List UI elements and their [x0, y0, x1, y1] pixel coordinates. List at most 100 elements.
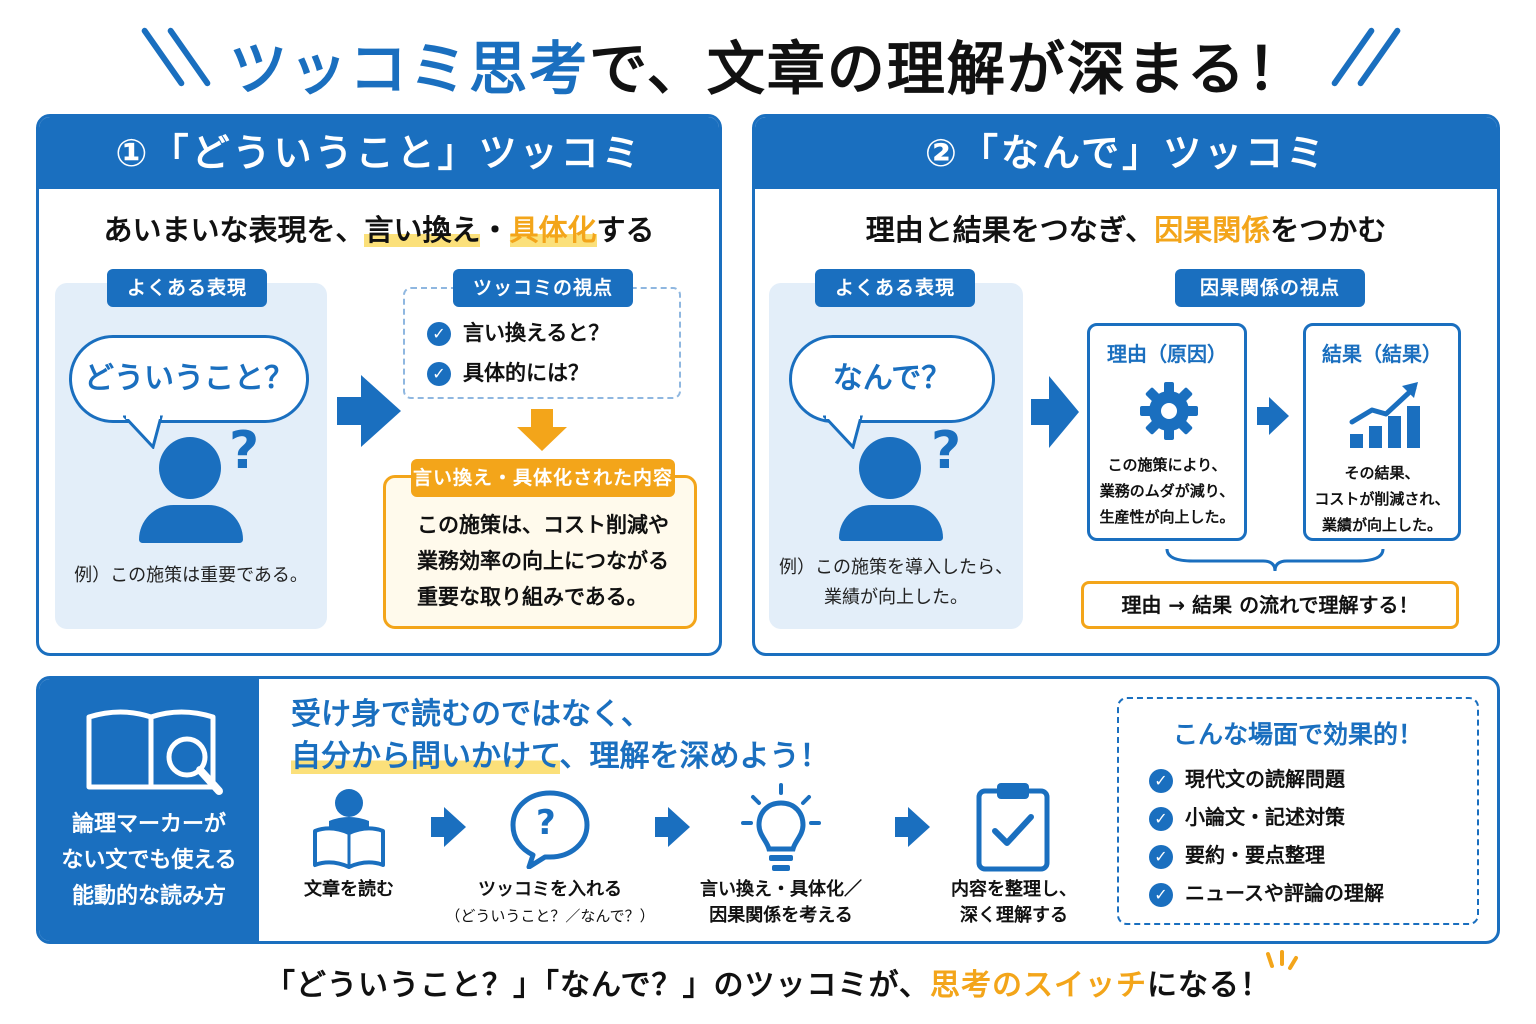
sparkle-icon: [1266, 950, 1298, 970]
reason-line: 生産性が向上した。: [1099, 508, 1235, 526]
footer-part: 「どういうこと？」「なんで？」のツッコミが、: [265, 968, 930, 1003]
step-line: 言い換え・具体化／: [700, 879, 862, 900]
book-search-icon: [86, 709, 223, 795]
clipboard-check-icon: [976, 783, 1050, 872]
panel-nande: ②「なんで」ツッコミ 理由と結果をつなぎ、因果関係をつかむ よくある表現 なんで…: [752, 114, 1500, 656]
question-bubble-icon: [510, 790, 590, 869]
subtitle-highlight: 具体化: [509, 213, 597, 247]
reading-person-icon: [313, 789, 385, 869]
viewpoint-label: ツッコミの視点: [453, 269, 633, 307]
footer-part: になる！: [1146, 968, 1271, 1003]
arrow-right-icon: [1049, 376, 1079, 448]
question-mark-icon: ?: [536, 803, 556, 843]
speech-bubble: どういうこと？: [69, 335, 309, 423]
step-line-small: （どういうこと？／なんで？）: [445, 907, 655, 925]
scene-item: ✓ 要約・要点整理: [1149, 839, 1325, 869]
arrow-right-icon: [1031, 399, 1051, 425]
message-line: 自分から問いかけて、理解を深めよう！: [291, 735, 830, 779]
step-line: ツッコミを入れる: [478, 879, 622, 900]
growth-chart-icon: [1349, 382, 1420, 448]
person-icon-body: [839, 505, 943, 541]
subtitle-part: をつかむ: [1270, 213, 1387, 247]
scene-item: ✓小論文・記述対策: [1149, 801, 1345, 831]
check-item-label: 具体的には？: [463, 361, 589, 385]
speech-bubble: なんで？: [789, 335, 995, 423]
check-item: ✓ 言い換えると？: [427, 317, 609, 347]
footer-message: 「どういうこと？」「なんで？」のツッコミが、思考のスイッチになる！: [0, 960, 1536, 1004]
message-line: 受け身で読むのではなく、: [291, 697, 651, 732]
bottom-left-line: 論理マーカーが: [71, 812, 226, 837]
gear-icon: [1140, 382, 1198, 440]
step-line: 文章を読む: [304, 879, 394, 900]
message-rest: 、理解を深めよう！: [559, 739, 830, 774]
subtitle-highlight: 言い換え: [364, 213, 481, 247]
arrow-right-icon: [361, 375, 401, 447]
check-icon: ✓: [1149, 882, 1173, 907]
arrow-right-icon: [908, 807, 930, 847]
flow-summary: 理由 → 結果 の流れで理解する！: [1081, 581, 1459, 629]
arrow-right-icon: [431, 817, 445, 837]
arrow-right-icon: [1269, 397, 1289, 435]
reason-line: この施策により、: [1107, 456, 1227, 474]
bottom-left-badge: 論理マーカーが ない文でも使える 能動的な読み方: [39, 679, 259, 941]
step-line: 内容を整理し、: [951, 879, 1077, 900]
step-label: 文章を読む: [279, 877, 419, 903]
result-card-title: 結果（結果）: [1322, 342, 1442, 366]
scene-item-label: 現代文の読解問題: [1185, 767, 1345, 791]
step-label: 内容を整理し、 深く理解する: [929, 877, 1099, 929]
arrow-right-icon: [337, 397, 363, 425]
result-card: 結果（結果） その結果、 コストが削減され、 業績が向上した。: [1303, 323, 1461, 541]
brace-icon: [1165, 548, 1385, 572]
arrow-down-icon: [517, 427, 567, 451]
scene-item: ✓ 現代文の読解問題: [1149, 763, 1345, 793]
person-icon: [159, 437, 221, 499]
panel-douiukoto: ①「どういうこと」ツッコミ あいまいな表現を、言い換え・具体化する よくある表現…: [36, 114, 722, 656]
page-title: ツッコミ思考で、文章の理解が深まる！: [0, 22, 1536, 106]
check-icon: ✓: [427, 322, 451, 346]
result-line: 業績が向上した。: [1321, 516, 1442, 534]
check-icon: ✓: [1149, 768, 1173, 793]
check-icon: ✓: [427, 362, 451, 386]
scenes-title: こんな場面で効果的！: [1172, 720, 1423, 749]
example-text: 業績が向上した。: [824, 587, 968, 608]
arrow-down-icon: [531, 409, 553, 427]
example-text: 例）この施策は重要である。: [74, 565, 308, 586]
step-label: 言い換え・具体化／ 因果関係を考える: [663, 877, 899, 929]
arrow-right-icon: [655, 817, 669, 837]
step-label: ツッコミを入れる （どういうこと？／なんで？）: [439, 877, 661, 929]
check-item: ✓ 具体的には？: [427, 357, 589, 387]
result-label: 言い換え・具体化された内容: [411, 459, 675, 497]
result-line: 業務効率の向上につながる: [417, 549, 669, 573]
question-mark-icon: ?: [229, 421, 260, 481]
scene-item-label: 要約・要点整理: [1185, 843, 1325, 867]
person-icon-body: [139, 505, 243, 543]
step-line: 因果関係を考える: [709, 905, 853, 926]
subtitle-part: あいまいな表現を、: [103, 213, 365, 247]
speech-bubble-tail: [123, 415, 163, 449]
subtitle-highlight: 因果関係: [1154, 213, 1271, 247]
subtitle-part: する: [596, 213, 655, 247]
panel-header: ①「どういうこと」ツッコミ: [39, 117, 719, 189]
arrow-right-icon: [895, 817, 909, 837]
panel-header: ②「なんで」ツッコミ: [755, 117, 1497, 189]
result-line: 重要な取り組みである。: [417, 585, 648, 609]
bottom-left-text: 論理マーカーが ない文でも使える 能動的な読み方: [39, 807, 259, 915]
scene-item-label: 小論文・記述対策: [1185, 805, 1345, 829]
reason-line: 業務のムダが減り、: [1099, 482, 1235, 500]
arrow-right-icon: [444, 807, 466, 847]
bottom-left-line: 能動的な読み方: [71, 884, 226, 909]
lightbulb-icon: [741, 783, 821, 871]
result-line: その結果、: [1344, 464, 1420, 482]
bottom-left-line: ない文でも使える: [61, 848, 237, 873]
scene-item: ✓ニュースや評論の理解: [1149, 877, 1384, 907]
reason-card-title: 理由（原因）: [1107, 342, 1227, 366]
check-item-label: 言い換えると？: [463, 321, 610, 345]
question-mark-icon: ?: [931, 421, 962, 481]
speech-bubble-tail: [823, 415, 863, 449]
result-line: この施策は、コスト削減や: [417, 513, 669, 537]
person-icon: [859, 437, 921, 499]
common-expression-label: よくある表現: [815, 269, 975, 307]
panel-subtitle: あいまいな表現を、言い換え・具体化する: [39, 207, 719, 249]
result-line: コストが削減され、: [1314, 490, 1450, 508]
check-icon: ✓: [1149, 844, 1173, 869]
